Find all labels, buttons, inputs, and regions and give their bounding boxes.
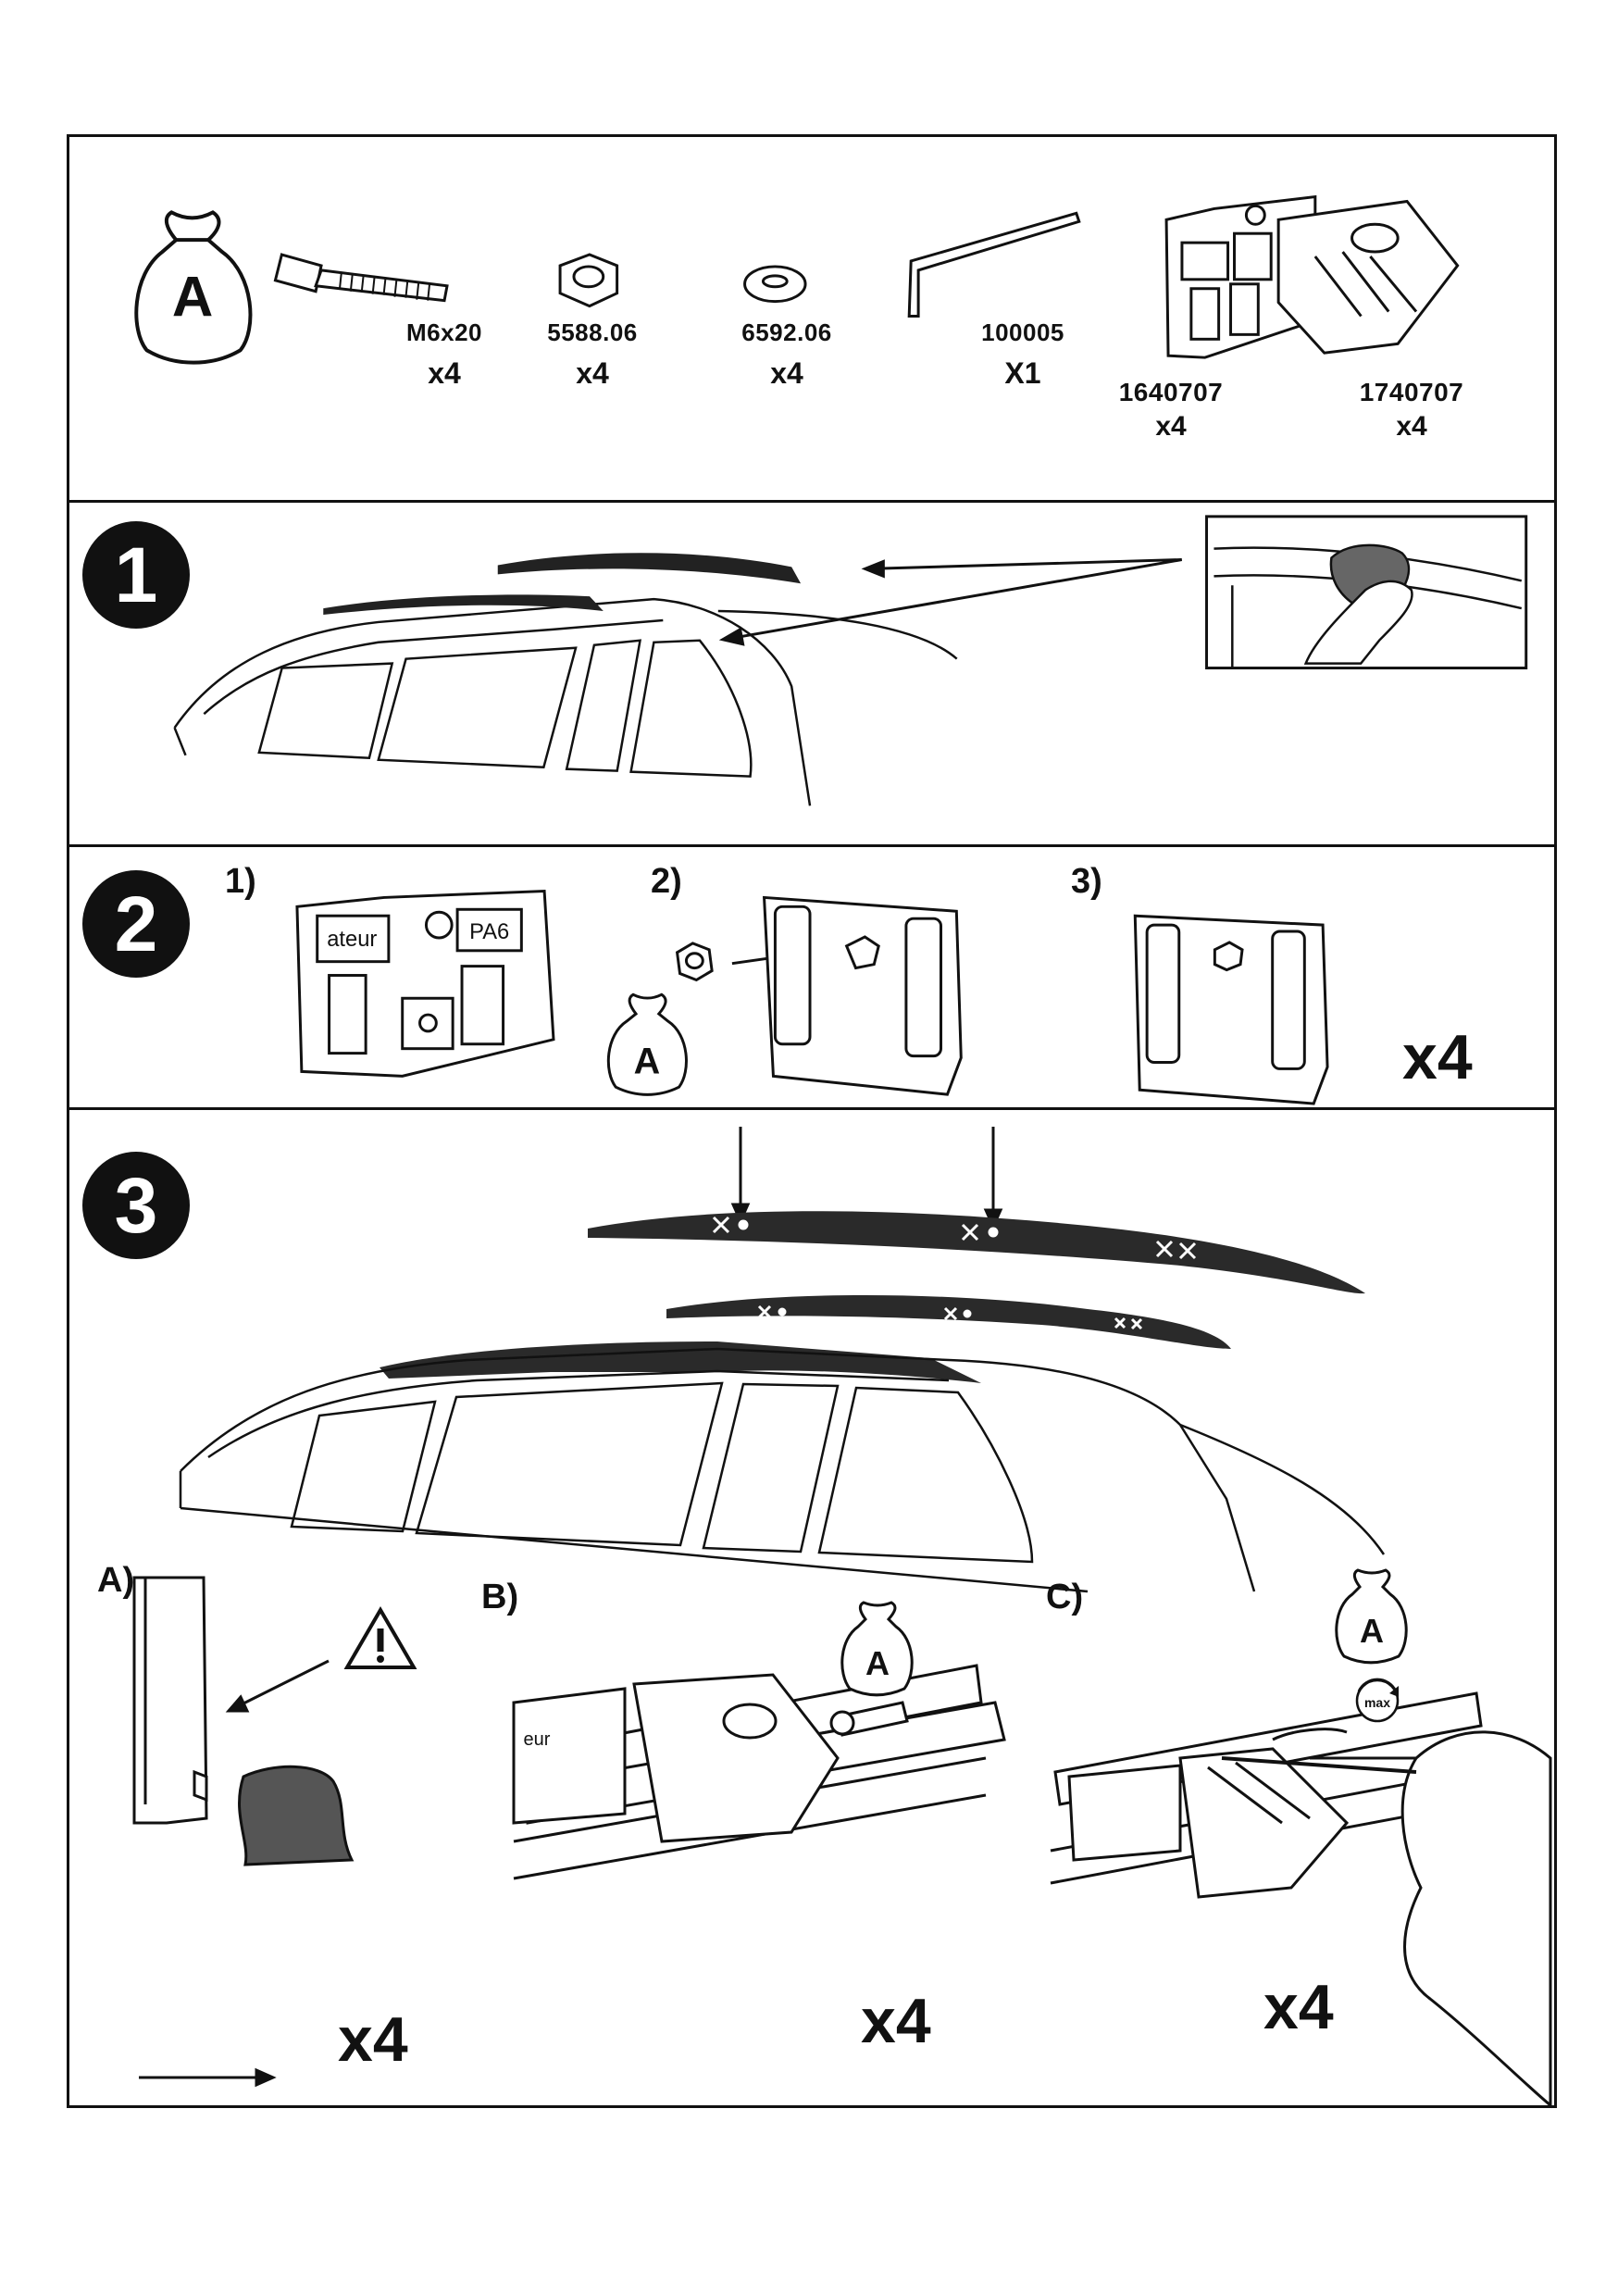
- quantity-multiplier: x4: [1402, 1022, 1473, 1092]
- bag-icon: [606, 992, 688, 1096]
- bag-letter: A: [865, 1644, 890, 1682]
- part-qty-allen-key: X1: [1004, 356, 1041, 390]
- roof-rails: [380, 1211, 1365, 1383]
- sub-step-1: 1): [225, 862, 256, 901]
- hand-icon: [1272, 1728, 1552, 2109]
- rotation-max-icon: [1355, 1678, 1400, 1723]
- cleaning-inset: [1205, 515, 1528, 670]
- bag-icon: [134, 210, 253, 365]
- part-code-allen-key: 100005: [981, 318, 1064, 346]
- part-text-1: ateur: [327, 928, 377, 952]
- max-label: max: [1364, 1695, 1390, 1710]
- foot-housing-icon: [762, 895, 963, 1096]
- step-number: 1: [82, 521, 190, 629]
- part-code-foot-base: 1640707: [1118, 378, 1224, 406]
- instruction-sheet: A: [67, 134, 1557, 2111]
- bolt-icon: [273, 253, 449, 303]
- step-number: 3: [82, 1152, 190, 1259]
- parts-panel: A: [69, 137, 1554, 503]
- hand-icon: [1303, 543, 1413, 665]
- nut-icon: [675, 942, 714, 982]
- rubber-pad-icon: [238, 1765, 355, 1866]
- warning-icon: [343, 1606, 417, 1669]
- part-text-1: eur: [524, 1729, 551, 1750]
- arrow-icon: [139, 1659, 330, 2088]
- bag-letter: A: [634, 1041, 661, 1081]
- sub-step-c: C): [1046, 1578, 1084, 1616]
- foot-housing-icon: [1133, 914, 1329, 1105]
- car-outline: [179, 1347, 1386, 1593]
- part-code-foot-clamp: 1740707: [1359, 378, 1464, 406]
- bag-letter: A: [1360, 1612, 1384, 1650]
- quantity-multiplier-b: x4: [861, 1986, 931, 2056]
- part-qty-foot-base: x4: [1155, 411, 1187, 442]
- step-1-panel: 1: [69, 503, 1554, 847]
- sub-step-b: B): [481, 1578, 519, 1616]
- foot-assembled-icon: [512, 1664, 1006, 1880]
- foot-base-icon: [295, 889, 555, 1078]
- step-3-illustration: eur A A max: [132, 1127, 1552, 2109]
- part-text-2: PA6: [469, 920, 509, 944]
- bag-icon: [840, 1601, 914, 1697]
- nut-icon: [558, 253, 619, 308]
- quantity-multiplier-c: x4: [1263, 1972, 1334, 2042]
- part-code-bolt: M6x20: [406, 318, 482, 346]
- parts-illustration: A: [134, 194, 1460, 365]
- step-2-illustration: ateur PA6 A: [295, 889, 1329, 1105]
- foot-side-icon: [132, 1576, 208, 1825]
- quantity-multiplier-a: x4: [338, 2004, 408, 2075]
- step-2-panel: 2 1) 2) 3) ateur PA6 A: [69, 847, 1554, 1110]
- part-qty-nut: x4: [576, 356, 609, 390]
- part-code-washer: 6592.06: [741, 318, 832, 346]
- part-qty-washer: x4: [770, 356, 803, 390]
- step-3-panel: 3: [69, 1110, 1554, 2111]
- bag-letter: A: [172, 266, 213, 330]
- step-1-illustration: [173, 515, 1528, 806]
- step-number: 2: [82, 870, 190, 978]
- arrow-icon: [718, 558, 1183, 646]
- car-outline: [173, 597, 958, 806]
- sub-step-3: 3): [1071, 862, 1102, 901]
- sub-step-a: A): [97, 1561, 135, 1600]
- part-code-nut: 5588.06: [547, 318, 638, 346]
- allen-key-icon: [1221, 1756, 1417, 1774]
- roof-rails: [323, 553, 802, 616]
- part-qty-bolt: x4: [428, 356, 461, 390]
- bag-icon: [1335, 1568, 1408, 1665]
- allen-key-icon: [907, 211, 1081, 318]
- sub-step-2: 2): [651, 862, 682, 901]
- foot-clamp-icon: [1276, 199, 1460, 355]
- washer-icon: [743, 265, 807, 304]
- part-qty-foot-clamp: x4: [1396, 411, 1427, 442]
